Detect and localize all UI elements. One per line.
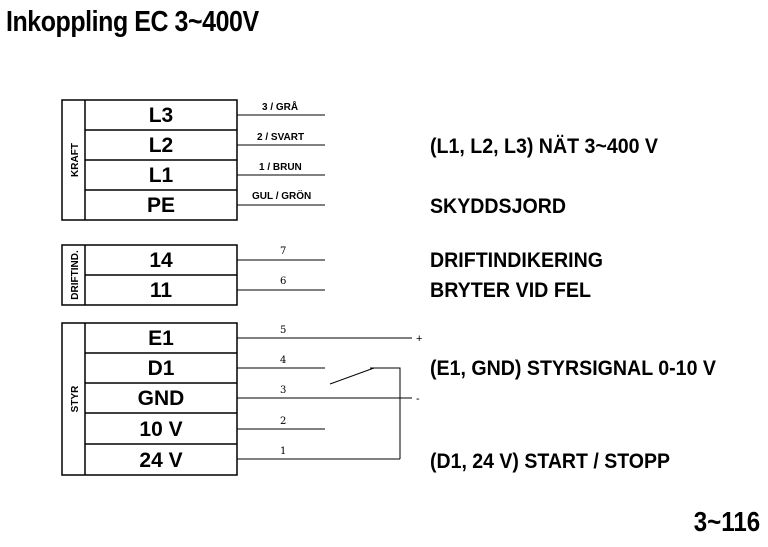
terminal-14: 14 <box>149 249 173 272</box>
wire-label-l3: 3 / GRÅ <box>262 100 298 113</box>
terminal-blocks <box>61 99 238 476</box>
plus-sign: + <box>416 333 422 345</box>
terminal-l2: L2 <box>149 134 174 157</box>
wire-label-pe: GUL / GRÖN <box>252 189 311 202</box>
page-title: Inkoppling EC 3~400V <box>6 6 259 38</box>
terminal-l1: L1 <box>149 164 174 187</box>
desc-fault-break: BRYTER VID FEL <box>430 279 591 302</box>
wire-label-l2: 2 / SVART <box>257 132 304 143</box>
desc-start-stop: (D1, 24 V) START / STOPP <box>430 450 670 473</box>
desc-earth: SKYDDSJORD <box>430 195 566 218</box>
wire-label-10v: 2 <box>280 416 286 427</box>
wire-label-gnd: 3 <box>280 385 286 396</box>
terminal-gnd: GND <box>138 387 185 410</box>
group-label-styr: STYR <box>70 385 81 412</box>
switch-contact <box>329 367 375 385</box>
switch-loop <box>370 367 401 459</box>
minus-sign: - <box>416 393 420 405</box>
terminal-l3: L3 <box>149 104 174 127</box>
group-label-driftind: DRIFTIND. <box>70 250 81 300</box>
wires <box>237 114 412 460</box>
terminal-d1: D1 <box>148 357 175 380</box>
wire-label-14: 7 <box>280 246 286 257</box>
terminal-pe: PE <box>147 194 175 217</box>
terminal-11: 11 <box>150 279 173 302</box>
wire-label-l1: 1 / BRUN <box>259 162 302 173</box>
wire-label-24v: 1 <box>280 446 286 457</box>
styr-block-frame <box>61 322 238 476</box>
page-number: 3~116 <box>693 506 760 537</box>
desc-control-signal: (E1, GND) STYRSIGNAL 0-10 V <box>430 357 716 380</box>
group-label-kraft: KRAFT <box>70 143 81 177</box>
wire-label-d1: 4 <box>280 355 286 366</box>
terminal-10v: 10 V <box>139 418 182 441</box>
wire-label-11: 6 <box>280 276 286 287</box>
desc-run-indication: DRIFTINDIKERING <box>430 249 603 272</box>
wire-label-e1: 5 <box>280 325 286 336</box>
desc-mains: (L1, L2, L3) NÄT 3~400 V <box>430 135 658 158</box>
terminal-e1: E1 <box>148 327 174 350</box>
terminal-24v: 24 V <box>139 449 182 472</box>
